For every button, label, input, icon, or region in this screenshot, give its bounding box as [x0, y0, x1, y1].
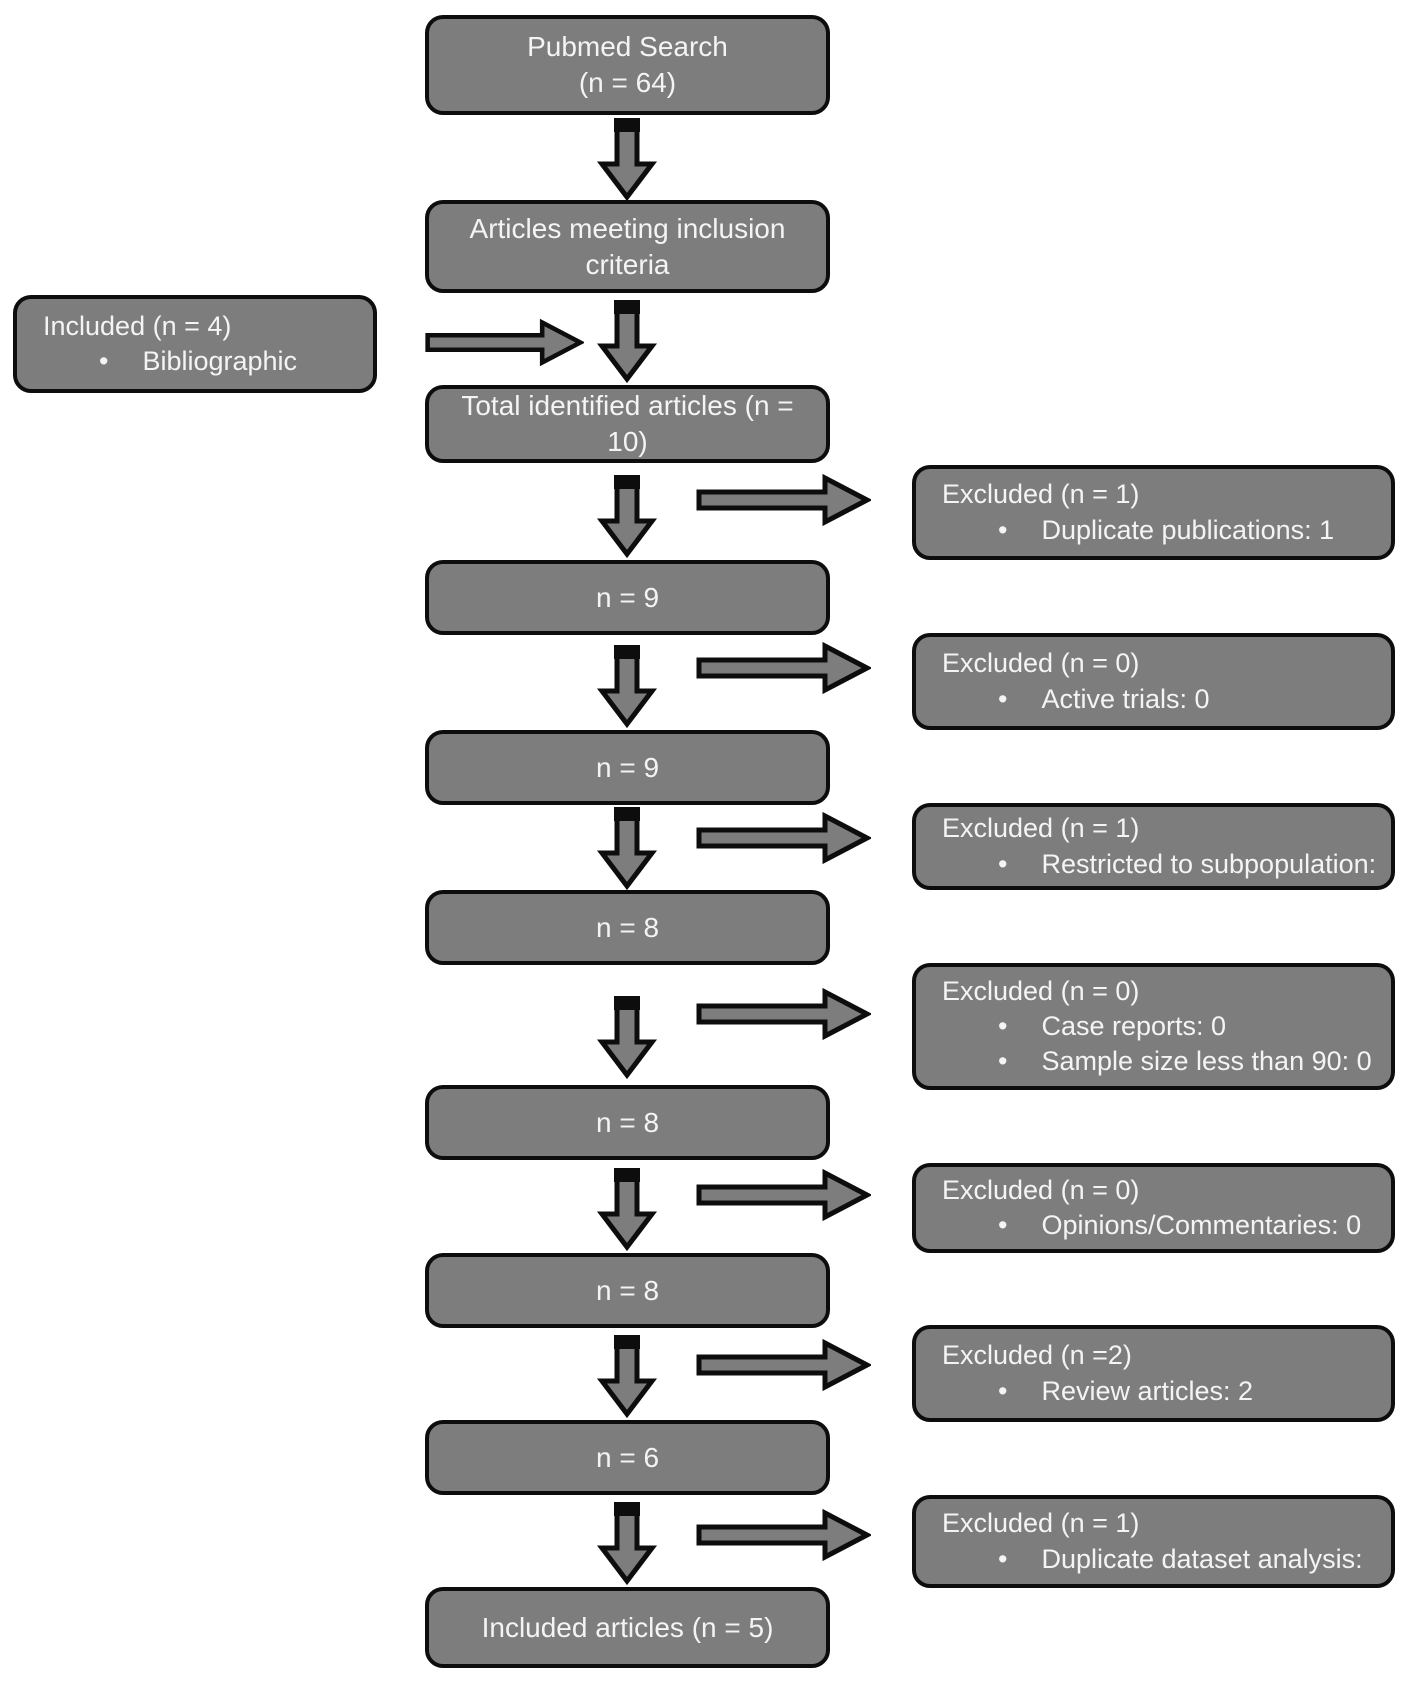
down-arrow-icon	[595, 1334, 659, 1418]
flow-box-n9-1: n = 9	[425, 560, 830, 635]
excluded-bullet: Case reports: 0	[942, 1009, 1377, 1044]
excluded-box-3: Excluded (n = 1) Restricted to subpopula…	[912, 803, 1395, 890]
right-arrow-icon	[695, 471, 871, 529]
excluded-box-1: Excluded (n = 1) Duplicate publications:…	[912, 465, 1395, 560]
excluded-bullet: Duplicate dataset analysis:	[942, 1542, 1377, 1577]
excluded-bullet: Sample size less than 90: 0	[942, 1044, 1377, 1079]
included-side-bullet: Bibliographic	[43, 344, 359, 379]
excluded-box-5: Excluded (n = 0) Opinions/Commentaries: …	[912, 1163, 1395, 1253]
right-arrow-icon	[695, 639, 871, 697]
down-arrow-icon	[595, 995, 659, 1079]
down-arrow-icon	[595, 299, 659, 383]
down-arrow-icon	[595, 644, 659, 728]
included-side-title: Included (n = 4)	[43, 310, 232, 341]
excluded-bullet: Active trials: 0	[942, 682, 1377, 717]
flow-box-n8-2: n = 8	[425, 1085, 830, 1160]
flow-box-inclusion-criteria: Articles meeting inclusion criteria	[425, 200, 830, 293]
excluded-title: Excluded (n =2)	[942, 1340, 1132, 1371]
included-side-box: Included (n = 4) Bibliographic	[13, 295, 377, 393]
excluded-bullet: Restricted to subpopulation:	[942, 847, 1377, 882]
excluded-title: Excluded (n = 1)	[942, 813, 1140, 844]
down-arrow-icon	[595, 1501, 659, 1585]
down-arrow-icon	[595, 806, 659, 890]
excluded-title: Excluded (n = 0)	[942, 1174, 1140, 1205]
down-arrow-icon	[595, 117, 659, 201]
excluded-box-7: Excluded (n = 1) Duplicate dataset analy…	[912, 1495, 1395, 1588]
right-arrow-icon	[695, 1166, 871, 1224]
right-arrow-icon	[695, 809, 871, 867]
down-arrow-icon	[595, 1167, 659, 1251]
excluded-box-6: Excluded (n =2) Review articles: 2	[912, 1325, 1395, 1422]
excluded-box-2: Excluded (n = 0) Active trials: 0	[912, 633, 1395, 730]
flow-box-n8-3: n = 8	[425, 1253, 830, 1328]
flow-box-n6: n = 6	[425, 1420, 830, 1495]
flow-box-n8-1: n = 8	[425, 890, 830, 965]
excluded-bullet: Review articles: 2	[942, 1374, 1377, 1409]
flow-box-pubmed-search: Pubmed Search (n = 64)	[425, 15, 830, 115]
excluded-bullet: Opinions/Commentaries: 0	[942, 1208, 1377, 1243]
excluded-box-4: Excluded (n = 0) Case reports: 0 Sample …	[912, 963, 1395, 1090]
flow-box-included-articles: Included articles (n = 5)	[425, 1587, 830, 1668]
excluded-title: Excluded (n = 0)	[942, 975, 1140, 1006]
excluded-title: Excluded (n = 1)	[942, 1508, 1140, 1539]
excluded-title: Excluded (n = 0)	[942, 648, 1140, 679]
right-arrow-icon	[424, 316, 584, 369]
excluded-title: Excluded (n = 1)	[942, 479, 1140, 510]
flow-box-n9-2: n = 9	[425, 730, 830, 805]
right-arrow-icon	[695, 1506, 871, 1564]
right-arrow-icon	[695, 985, 871, 1043]
right-arrow-icon	[695, 1336, 871, 1394]
flow-box-total-identified: Total identified articles (n = 10)	[425, 385, 830, 463]
down-arrow-icon	[595, 474, 659, 558]
excluded-bullet: Duplicate publications: 1	[942, 513, 1377, 548]
